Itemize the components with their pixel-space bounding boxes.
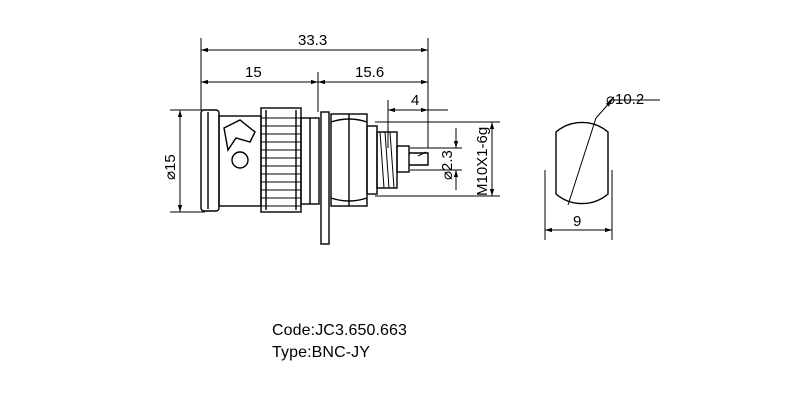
dimension-lines bbox=[170, 38, 500, 213]
dim-thread: M10X1-6g bbox=[474, 127, 491, 196]
code-label: Code: bbox=[272, 322, 316, 339]
type-value: BNC-JY bbox=[311, 344, 371, 361]
dim-pin-diameter: ⌀2.3 bbox=[439, 150, 456, 180]
dim-pin-length: 4 bbox=[411, 92, 419, 109]
type-line: Type:BNC-JY bbox=[272, 344, 370, 362]
dim-body-diameter: ⌀15 bbox=[162, 154, 179, 180]
dim-flange-diameter: ⌀10.2 bbox=[606, 91, 644, 108]
connector-side-view bbox=[200, 107, 429, 245]
dim-left-length: 15 bbox=[245, 64, 262, 81]
connector-front-view bbox=[544, 99, 660, 240]
code-line: Code:JC3.650.663 bbox=[272, 322, 407, 340]
dim-flat-width: 9 bbox=[573, 213, 581, 230]
dim-overall-length: 33.3 bbox=[298, 32, 327, 49]
dim-right-length: 15.6 bbox=[355, 64, 384, 81]
type-label: Type: bbox=[272, 344, 312, 361]
code-value: JC3.650.663 bbox=[315, 322, 408, 339]
